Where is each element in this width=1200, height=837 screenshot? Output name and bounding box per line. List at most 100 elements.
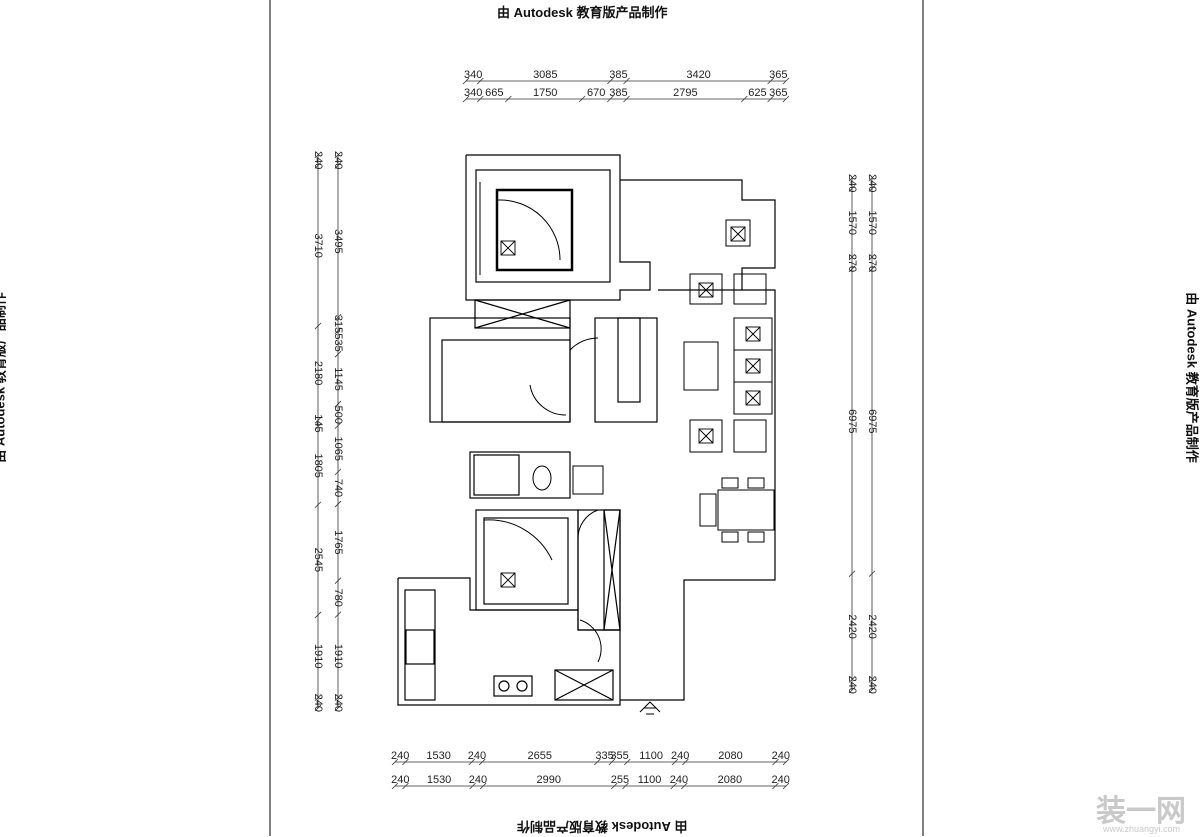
dim-bottom-row1-tick: [682, 758, 689, 766]
dim-left-inner-tick: [334, 350, 342, 358]
dim-right-outer-tick: [848, 676, 856, 683]
entrance-arrow-icon: [639, 701, 661, 715]
dim-right-outer-label: 2420: [846, 614, 858, 638]
dim-top-row1-tick: [477, 77, 484, 85]
dim-right-inner-tick: [868, 570, 876, 578]
watermark-logo: 装一网: [1096, 794, 1186, 829]
dim-top-row2-label: 2795: [673, 87, 697, 99]
dim-left-inner-tick: [334, 327, 342, 335]
dim-bottom-row1-tick: [402, 758, 409, 766]
dim-left-outer-tick: [314, 694, 322, 701]
dim-bottom-row1-label: 2080: [718, 750, 742, 762]
dim-left-outer-tick: [314, 151, 322, 159]
dim-left-inner-label: 535: [332, 333, 344, 351]
dim-left-inner-label: 240: [332, 694, 344, 712]
dim-left-inner-tick: [334, 162, 342, 169]
dim-top-row2-tick: [741, 95, 748, 103]
dim-bottom-row1-label: 240: [671, 750, 689, 762]
dim-left-inner-tick: [334, 704, 342, 712]
walls: [397, 154, 776, 706]
dim-right-inner-tick: [868, 174, 876, 182]
dim-top-row2-tick: [623, 95, 630, 103]
dim-right-inner-tick: [868, 253, 876, 261]
dim-top-row2-label: 665: [485, 87, 503, 99]
dim-right-inner-label: 240: [866, 676, 878, 694]
dim-left-outer-tick: [314, 162, 322, 169]
dim-left-outer-tick: [314, 611, 322, 619]
dim-left-outer-label: 1805: [312, 453, 324, 477]
dim-right-outer-label: 1570: [846, 211, 858, 235]
dim-top-row1-label: 340: [464, 69, 482, 81]
dim-right-inner-label: 2420: [866, 614, 878, 638]
dim-right-inner-label: 270: [866, 254, 878, 272]
dim-right-outer-tick: [848, 174, 856, 182]
dim-bottom-row2-label: 1530: [427, 774, 451, 786]
dim-top-row2-tick: [477, 95, 484, 103]
dim-left-inner-label: 315: [332, 315, 344, 333]
dim-left-outer-tick: [314, 322, 322, 330]
dim-top-row1-label: 3420: [686, 69, 710, 81]
dim-top-row2-tick: [782, 95, 790, 103]
dim-bottom-row1-label: 1100: [639, 750, 663, 762]
dim-top-row1-tick: [607, 77, 614, 85]
dim-bottom-row2-tick: [772, 782, 779, 790]
dim-bottom-row1-tick: [772, 758, 779, 766]
dim-bottom-row1-label: 240: [468, 750, 486, 762]
dim-bottom-row1-tick: [391, 758, 399, 766]
dim-bottom-row1-label: 240: [772, 750, 790, 762]
dim-left-inner-label: 780: [332, 588, 344, 606]
dim-top-row2-label: 365: [769, 87, 787, 99]
dim-right-outer-tick: [848, 265, 856, 273]
dim-left-outer-tick: [314, 417, 322, 424]
dim-left-inner-label: 1145: [332, 367, 344, 391]
dim-top-row2-label: 670: [587, 87, 605, 99]
dimension-lines: [317, 80, 873, 787]
dim-bottom-row2-label: 240: [391, 774, 409, 786]
dim-bottom-row1-label: 240: [391, 750, 409, 762]
dim-bottom-row1-tick: [468, 758, 476, 766]
dim-right-outer-tick: [848, 253, 856, 261]
dim-right-inner-label: 6975: [866, 409, 878, 433]
dim-bottom-row2-tick: [680, 782, 688, 790]
dim-bottom-row2-tick: [782, 782, 790, 790]
dim-bottom-row1-label: 2655: [528, 750, 552, 762]
dim-top-row2-tick: [767, 95, 774, 103]
dim-left-outer-label: 2545: [312, 548, 324, 572]
dim-top-row1-tick: [462, 77, 470, 85]
dim-left-inner-tick: [334, 313, 342, 321]
dim-bottom-row2-tick: [469, 782, 476, 790]
dim-top-row2-label: 1750: [533, 87, 557, 99]
dim-left-inner-tick: [334, 500, 342, 508]
dim-left-inner-tick: [334, 422, 342, 429]
dim-bottom-row1-tick: [478, 758, 486, 766]
dim-bottom-row2-tick: [402, 782, 409, 790]
dim-bottom-row1-label: 355: [610, 750, 628, 762]
dim-left-inner-tick: [334, 577, 342, 585]
dim-left-inner-label: 3495: [332, 229, 344, 253]
dim-left-outer-label: 2180: [312, 361, 324, 385]
dim-bottom-row1-tick: [594, 758, 601, 766]
dim-bottom-row2-label: 240: [772, 774, 790, 786]
dim-left-inner-tick: [334, 400, 342, 408]
dim-bottom-row2-tick: [479, 782, 487, 790]
dim-left-outer-label: 1910: [312, 644, 324, 668]
dim-bottom-row2-tick: [622, 782, 629, 790]
dim-bottom-row2-tick: [611, 782, 618, 790]
dim-bottom-row1-label: 335: [595, 750, 613, 762]
dim-right-inner-label: 1570: [866, 211, 878, 235]
dim-right-outer-label: 6975: [846, 409, 858, 433]
dim-left-outer-label: 145: [312, 414, 324, 432]
dimension-ticks: [314, 77, 876, 790]
dim-left-inner-label: 240: [332, 151, 344, 169]
dim-left-inner-label: 1910: [332, 644, 344, 668]
dim-left-outer-label: 3710: [312, 233, 324, 257]
dim-top-row2-tick: [462, 95, 470, 103]
dim-bottom-row2-label: 2080: [718, 774, 742, 786]
dim-top-row2-tick: [505, 95, 512, 103]
dim-top-row2-label: 625: [748, 87, 766, 99]
dim-left-inner-tick: [334, 151, 342, 159]
dim-left-outer-tick: [314, 423, 322, 430]
dim-right-outer-label: 270: [846, 254, 858, 272]
dim-bottom-row1-tick: [671, 758, 679, 766]
